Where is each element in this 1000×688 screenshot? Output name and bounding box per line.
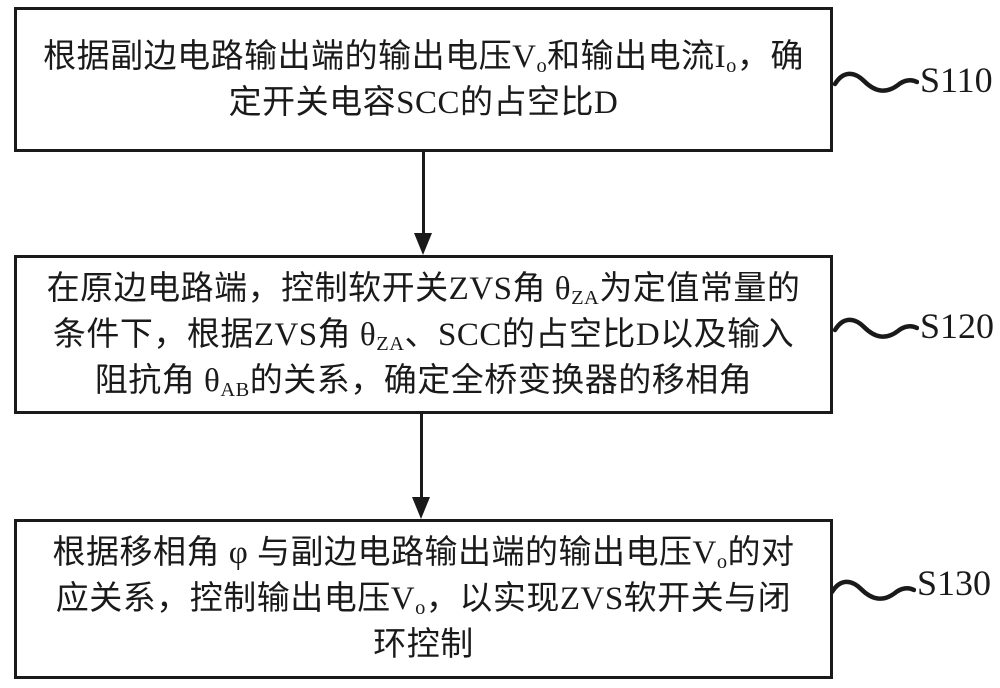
step-label-s130: S130	[917, 563, 992, 603]
step-label-s120: S120	[920, 306, 995, 346]
tilde-connector-icon	[833, 71, 919, 93]
tilde-connector-icon	[833, 317, 919, 339]
arrow-down-icon	[414, 233, 432, 255]
step-box-s120: 在原边电路端，控制软开关ZVS角 θZA为定值常量的条件下，根据ZVS角 θZA…	[14, 255, 833, 414]
arrow-down-icon	[412, 497, 430, 519]
step-box-s130: 根据移相角 φ 与副边电路输出端的输出电压Vo的对应关系，控制输出电压Vo，以实…	[14, 519, 833, 679]
step-text-s120: 在原边电路端，控制软开关ZVS角 θZA为定值常量的条件下，根据ZVS角 θZA…	[46, 270, 801, 401]
tilde-connector-icon	[830, 579, 916, 601]
step-text-s110: 根据副边电路输出端的输出电压Vo和输出电流Io，确定开关电容SCC的占空比D	[43, 38, 804, 121]
step-label-s110: S110	[920, 60, 993, 100]
arrow-line	[422, 152, 425, 236]
step-text-s130: 根据移相角 φ 与副边电路输出端的输出电压Vo的对应关系，控制输出电压Vo，以实…	[52, 535, 795, 663]
arrow-line	[420, 414, 423, 498]
step-box-s110: 根据副边电路输出端的输出电压Vo和输出电流Io，确定开关电容SCC的占空比D	[14, 7, 833, 152]
